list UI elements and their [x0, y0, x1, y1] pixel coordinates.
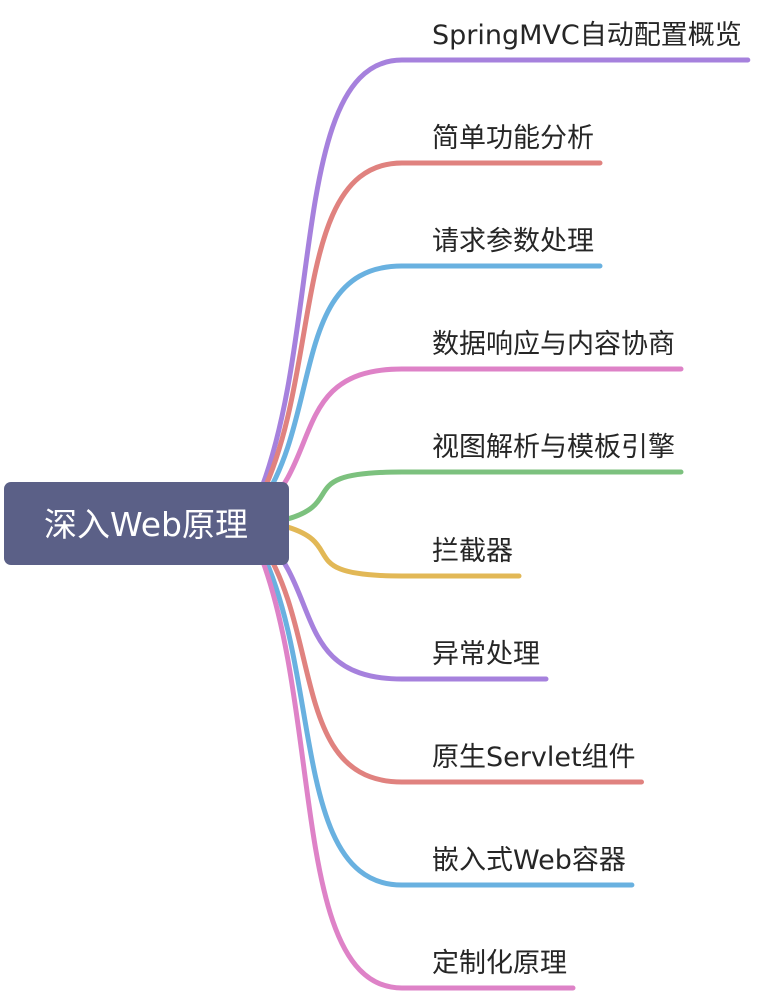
- branch-2[interactable]: 简单功能分析: [259, 123, 603, 497]
- branch-connector: [259, 263, 603, 505]
- branch-6[interactable]: 拦截器: [285, 524, 522, 579]
- branch-connector: [259, 549, 635, 888]
- branch-label: 原生Servlet组件: [432, 742, 636, 773]
- branch-3[interactable]: 请求参数处理: [259, 226, 603, 505]
- branch-label: 拦截器: [432, 536, 513, 567]
- branch-label: 请求参数处理: [432, 226, 594, 257]
- root-label: 深入Web原理: [44, 505, 248, 544]
- branch-label: 嵌入式Web容器: [432, 845, 626, 876]
- branch-label: 视图解析与模板引擎: [432, 432, 675, 463]
- branch-connector: [259, 556, 576, 991]
- branch-label: 定制化原理: [432, 948, 567, 979]
- branch-connector: [259, 57, 751, 490]
- branch-4[interactable]: 数据响应与内容协商: [259, 329, 684, 514]
- branch-connector: [259, 160, 603, 497]
- branch-9[interactable]: 嵌入式Web容器: [259, 549, 635, 888]
- branch-label: 异常处理: [432, 639, 540, 670]
- branch-connector: [285, 524, 522, 579]
- branch-1[interactable]: SpringMVC自动配置概览: [259, 20, 751, 490]
- branch-label: 简单功能分析: [432, 123, 594, 154]
- branch-label: SpringMVC自动配置概览: [432, 20, 742, 51]
- root-node[interactable]: 深入Web原理: [4, 482, 289, 565]
- root-box: [4, 482, 289, 565]
- branches: SpringMVC自动配置概览简单功能分析请求参数处理数据响应与内容协商视图解析…: [259, 20, 751, 991]
- branch-connector: [285, 469, 684, 522]
- branch-label: 数据响应与内容协商: [432, 329, 675, 360]
- branch-connector: [259, 541, 644, 785]
- branch-5[interactable]: 视图解析与模板引擎: [285, 432, 684, 522]
- branch-8[interactable]: 原生Servlet组件: [259, 541, 644, 785]
- branch-10[interactable]: 定制化原理: [259, 556, 576, 991]
